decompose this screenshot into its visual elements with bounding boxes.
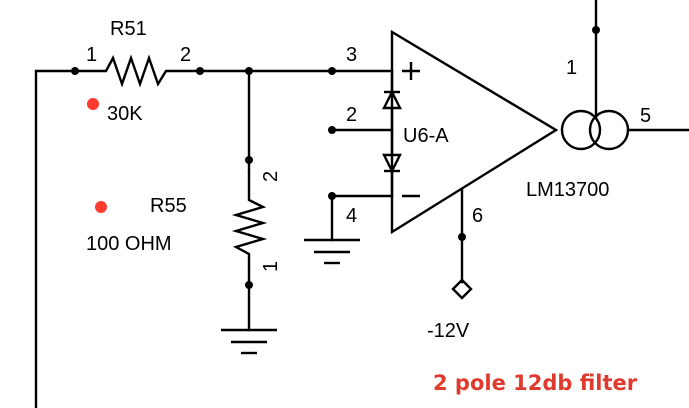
- r51-pin2-label: 2: [180, 44, 191, 66]
- ota-current-source: [560, 109, 630, 151]
- r55-value-label: 100 OHM: [86, 233, 172, 255]
- ota-pin1-label: 1: [566, 57, 577, 79]
- opamp-diode-lower: [382, 153, 402, 196]
- junction-r55-pin2: [245, 156, 253, 164]
- r51-value-label: 30K: [107, 103, 143, 125]
- r55-ref-label: R55: [150, 195, 187, 217]
- r55-pin1-label: 1: [260, 261, 282, 272]
- ota-pin5-label: 5: [640, 105, 651, 127]
- opamp-pin4-label: 4: [346, 205, 357, 227]
- resistor-r51: [75, 54, 200, 88]
- r51-ref-label: R51: [110, 18, 147, 40]
- marker-dot-upper: [87, 98, 99, 110]
- r55-pin2-label: 2: [260, 171, 282, 182]
- junction-ota-top: [592, 26, 600, 34]
- junction-pin3: [328, 67, 336, 75]
- opamp-pin6-label: 6: [472, 205, 483, 227]
- opamp-pin3-label: 3: [346, 44, 357, 66]
- r51-pin1-label: 1: [86, 44, 97, 66]
- supply-voltage-label: -12V: [427, 320, 470, 342]
- junctions: [71, 26, 600, 289]
- filter-annotation: 2 pole 12db filter: [433, 371, 638, 395]
- supply-terminal-icon: [451, 278, 473, 300]
- ground-pin4: [304, 238, 360, 265]
- ground-r55: [221, 328, 277, 355]
- junction-pin4: [328, 192, 336, 200]
- resistor-r55: [231, 172, 268, 270]
- ota-part-label: LM13700: [526, 179, 609, 201]
- junction-pin6: [458, 233, 466, 241]
- wires: [34, 0, 689, 408]
- junction-node: [245, 67, 253, 75]
- junction-r55-pin1: [245, 281, 253, 289]
- junction-pin2: [328, 126, 336, 134]
- opamp-plus-sign: [402, 62, 420, 80]
- opamp-pin2-label: 2: [346, 104, 357, 126]
- opamp-diode-upper: [382, 71, 402, 155]
- wire-left-vertical: [34, 69, 77, 408]
- marker-dot-lower: [95, 201, 107, 213]
- opamp-ref-label: U6-A: [403, 125, 449, 147]
